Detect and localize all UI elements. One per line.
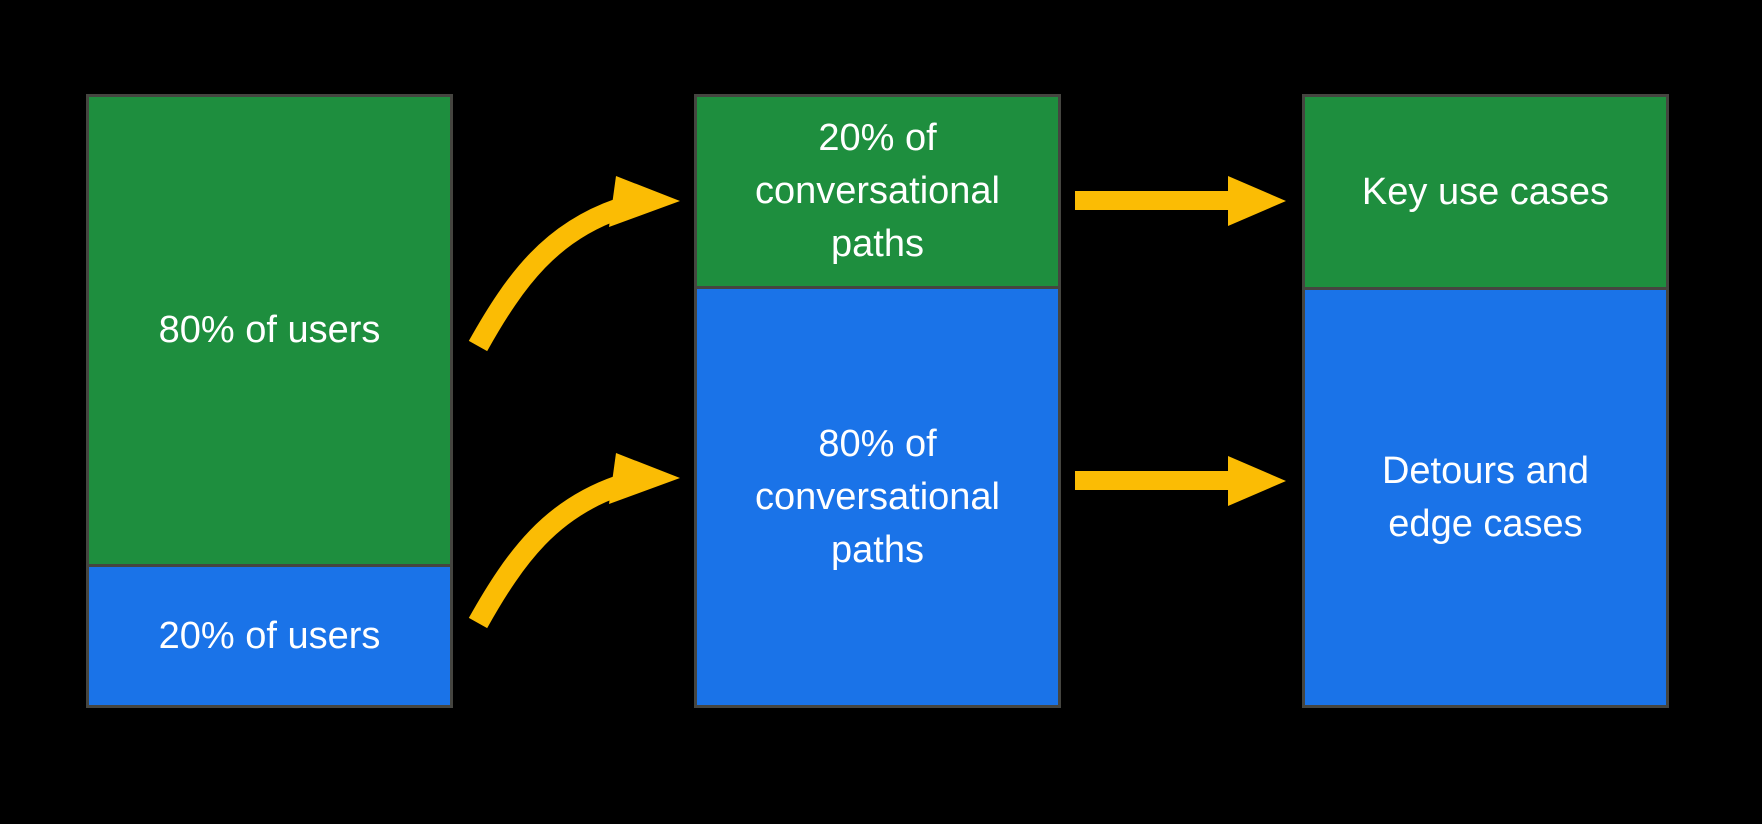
segment-paths-80: 80% of conversational paths <box>694 286 1061 708</box>
straight-arrow-paths80-to-detours-icon <box>1075 456 1286 506</box>
curved-arrow-users80-to-paths20-icon <box>468 176 680 352</box>
segment-users-20-label: 20% of users <box>158 614 381 657</box>
segment-users-80-label: 80% of users <box>158 309 381 351</box>
straight-arrow-paths20-to-key-use-cases-icon <box>1075 176 1286 226</box>
segment-key-use-cases: Key use cases <box>1302 94 1669 290</box>
segment-detours-edge-cases: Detours and edge cases <box>1302 287 1669 708</box>
segment-paths-20-label: 20% of conversational paths <box>754 117 1001 265</box>
curved-arrow-users20-to-paths80-icon <box>468 453 680 629</box>
segment-users-20: 20% of users <box>86 564 453 708</box>
segment-key-use-cases-label: Key use cases <box>1361 170 1610 213</box>
segment-users-80: 80% of users <box>86 94 453 567</box>
segment-paths-80-label: 80% of conversational paths <box>754 422 1001 571</box>
segment-detours-edge-cases-label: Detours and edge cases <box>1381 449 1589 545</box>
segment-paths-20: 20% of conversational paths <box>694 94 1061 289</box>
